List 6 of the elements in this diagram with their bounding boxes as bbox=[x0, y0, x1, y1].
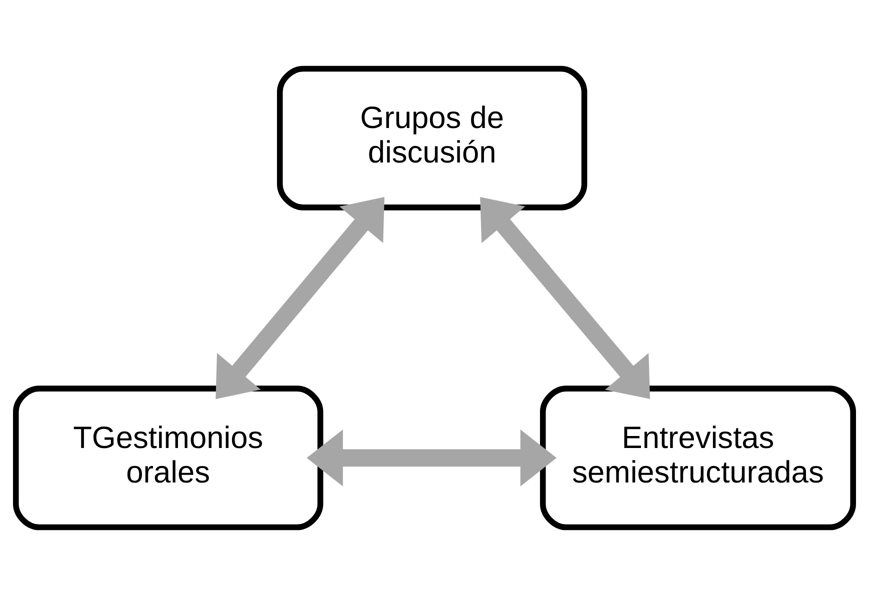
arrow bbox=[480, 197, 650, 400]
arrow bbox=[216, 197, 384, 400]
node-box: Grupos de discusión bbox=[276, 66, 588, 210]
node-box: Entrevistas semiestructuradas bbox=[540, 386, 856, 530]
arrow bbox=[306, 429, 557, 486]
node-box: TGestimonios orales bbox=[13, 386, 324, 530]
